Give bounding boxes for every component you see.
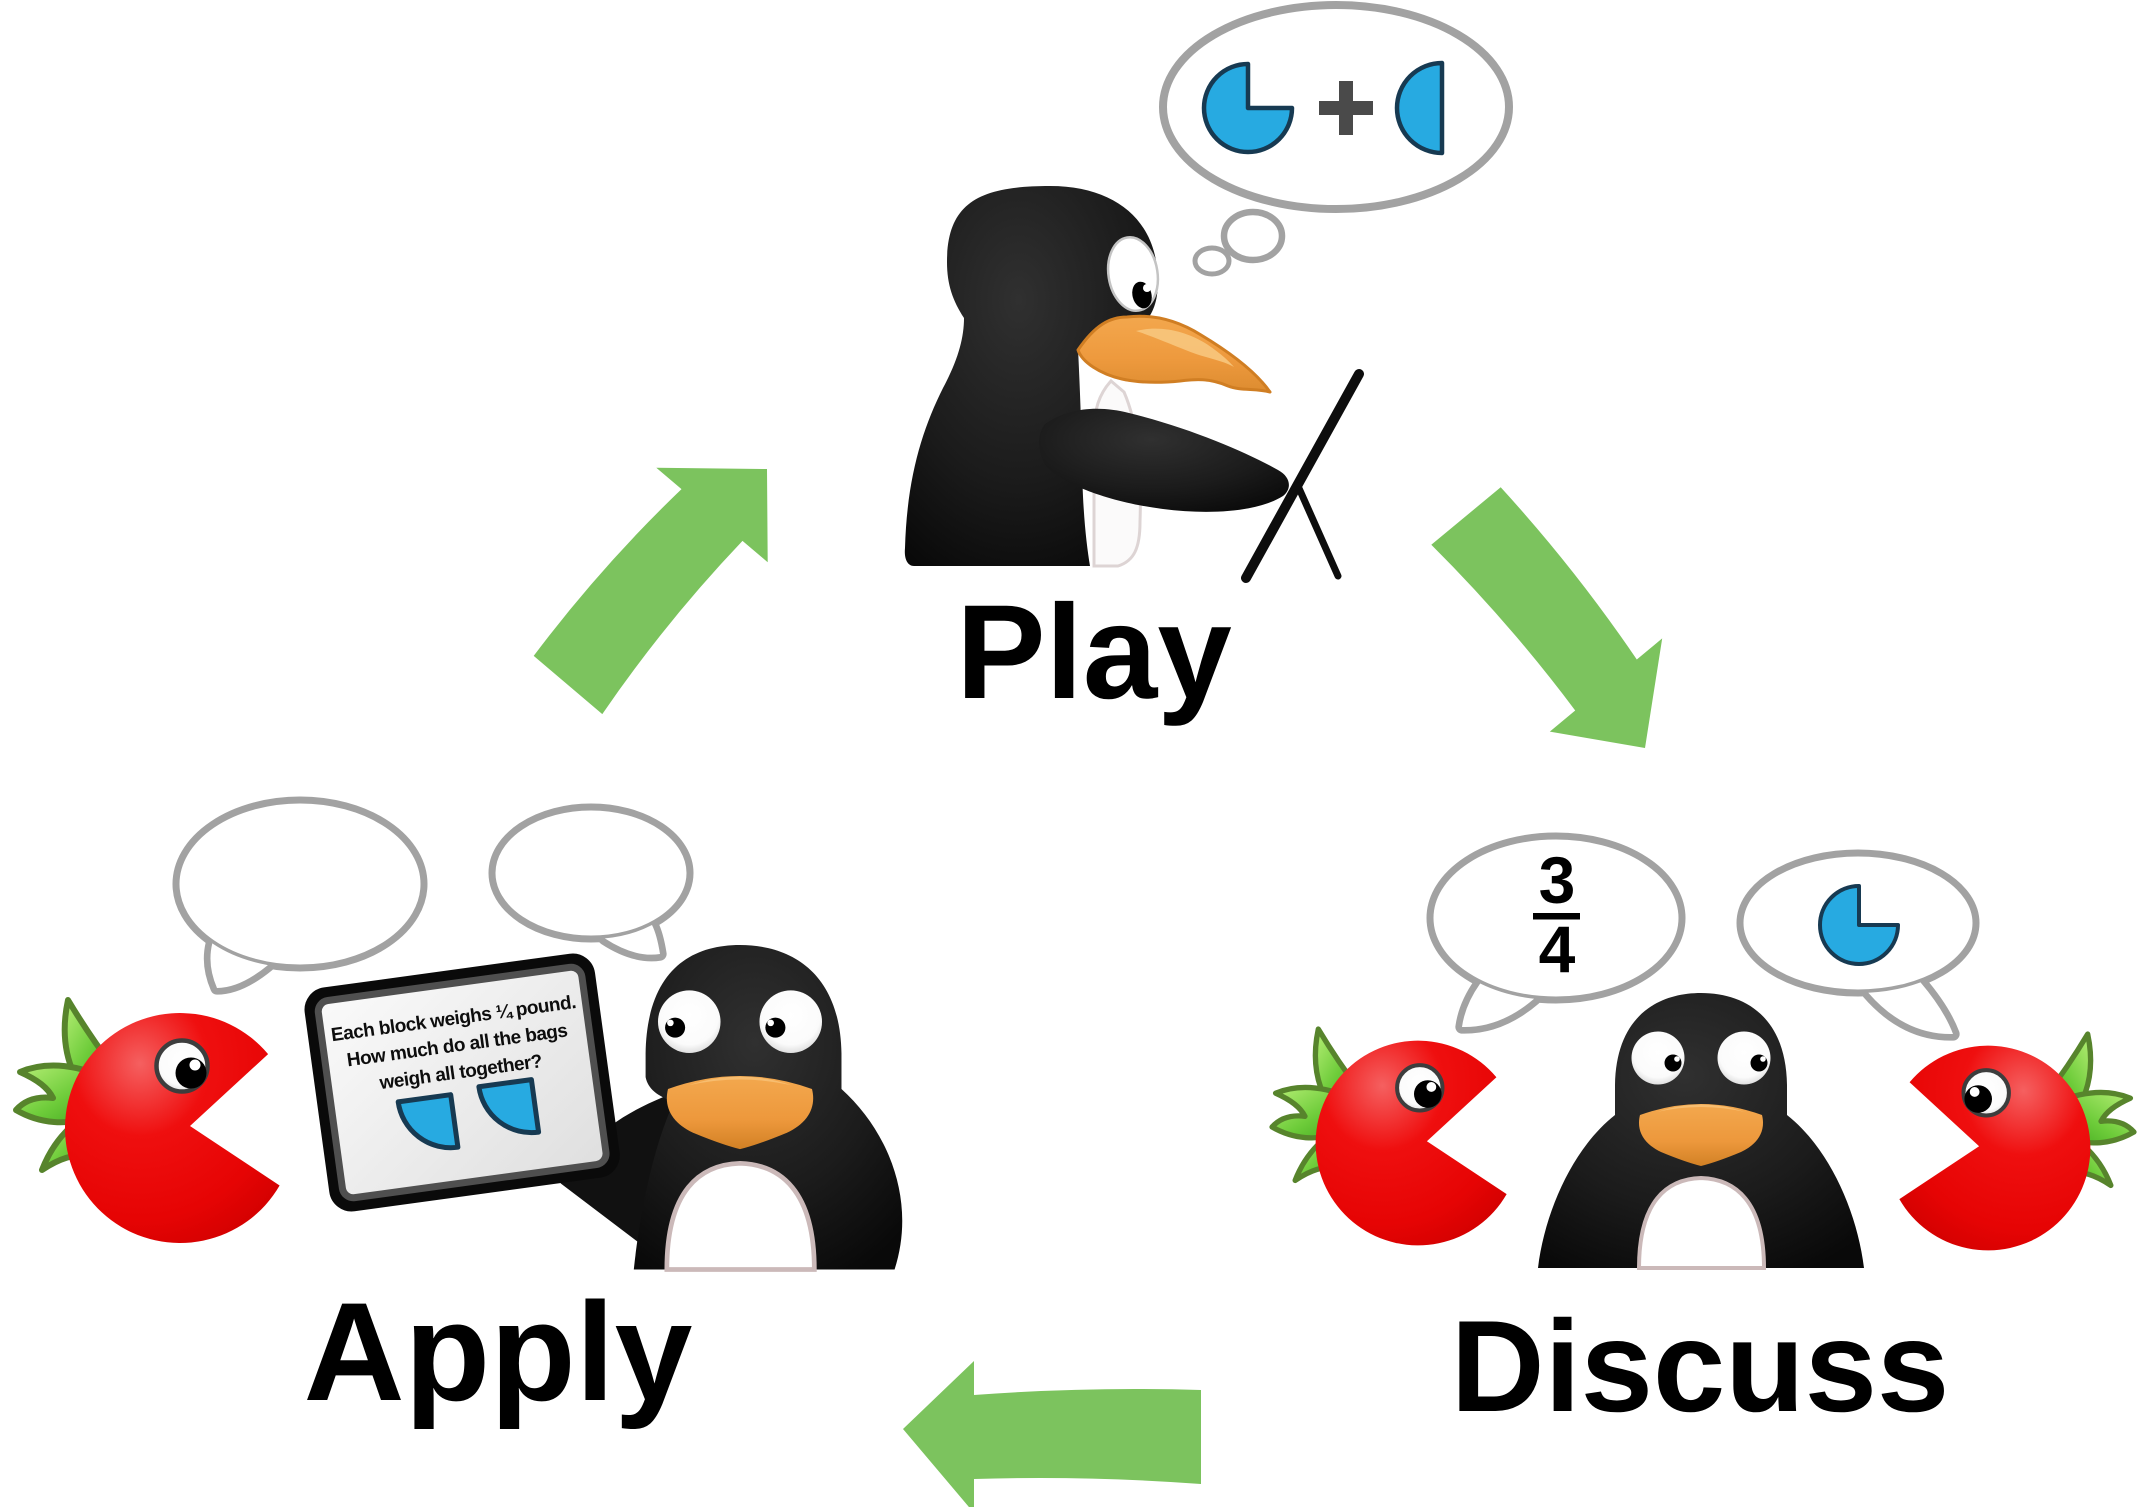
svg-text:Apply: Apply xyxy=(304,1273,693,1430)
svg-text:4: 4 xyxy=(1539,912,1576,986)
svg-text:Play: Play xyxy=(956,578,1232,727)
svg-text:Discuss: Discuss xyxy=(1451,1293,1950,1439)
svg-text:3: 3 xyxy=(1539,843,1576,917)
